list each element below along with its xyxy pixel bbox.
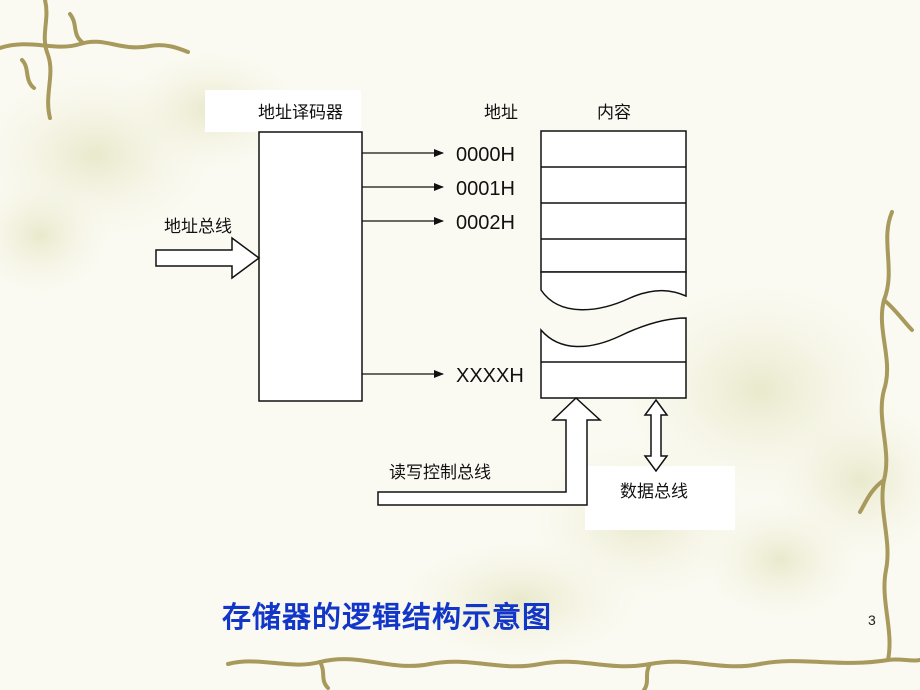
address-0000H: 0000H — [456, 144, 515, 166]
flower-blob — [400, 540, 640, 660]
control-bus-arrow — [377, 396, 602, 506]
data-bus-label: 数据总线 — [620, 482, 688, 502]
address-decoder-box — [258, 131, 363, 402]
flower-blob — [0, 175, 110, 295]
address-XXXXH: XXXXH — [456, 365, 524, 387]
content-header: 内容 — [597, 103, 631, 123]
address-bus-arrow — [155, 236, 261, 280]
memory-cells-top — [540, 130, 687, 273]
vine-top-left — [0, 0, 190, 120]
memory-cells-bottom — [540, 317, 687, 399]
decoder-label: 地址译码器 — [258, 103, 343, 123]
label-backdrop — [585, 466, 735, 530]
page-number: 3 — [868, 612, 876, 628]
flower-blob — [700, 500, 860, 620]
memory-break-top — [540, 271, 687, 311]
vine-right — [858, 210, 914, 662]
vine-bottom — [226, 657, 920, 690]
memory-upper-block — [540, 130, 687, 311]
memory-lower-block — [540, 317, 687, 399]
address-header: 地址 — [484, 103, 518, 123]
slide-title: 存储器的逻辑结构示意图 — [222, 600, 553, 634]
address-0002H: 0002H — [456, 212, 515, 234]
label-backdrop — [205, 90, 361, 132]
control-bus-label: 读写控制总线 — [389, 463, 491, 483]
address-0001H: 0001H — [456, 178, 515, 200]
data-bus-arrow — [643, 398, 669, 473]
address-bus-label: 地址总线 — [164, 217, 232, 237]
